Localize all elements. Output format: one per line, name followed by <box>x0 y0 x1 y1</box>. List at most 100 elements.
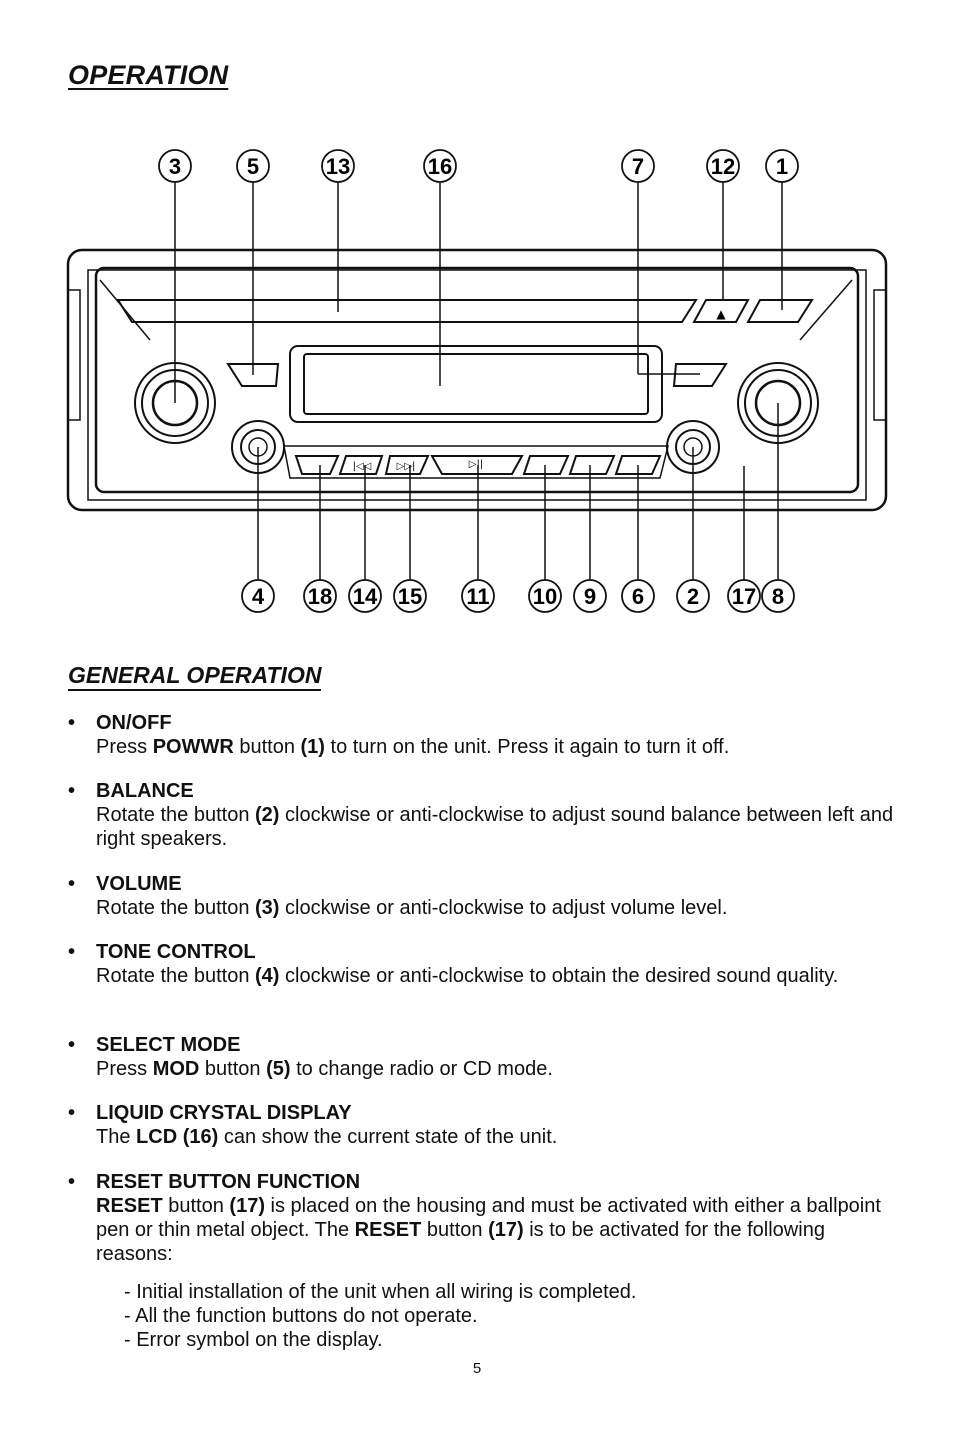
text-segment: MOD <box>152 1058 200 1080</box>
callout-circle <box>621 579 655 613</box>
text-segment: is to be activated for the following rea… <box>96 1219 825 1265</box>
item-heading: ON/OFF <box>96 712 172 734</box>
button-7[interactable] <box>672 363 728 387</box>
text-segment: RESET <box>96 1195 163 1217</box>
callout-number: 17 <box>732 584 756 609</box>
reason-item: - Initial installation of the unit when … <box>124 1281 637 1303</box>
item-text: Press MOD button (5) to change radio or … <box>96 1057 898 1081</box>
text-segment: (5) <box>266 1058 291 1080</box>
mod-button[interactable] <box>226 363 280 387</box>
callout-circle <box>761 579 795 613</box>
callout-circle <box>528 579 562 613</box>
page-title: OPERATION <box>68 60 229 90</box>
text-segment: clockwise or anti-clockwise to obtain th… <box>279 965 839 987</box>
text-segment: button <box>162 1195 230 1217</box>
item-heading: LIQUID CRYSTAL DISPLAY <box>96 1102 352 1124</box>
text-segment: (17) <box>229 1195 265 1217</box>
text-segment: button <box>233 736 301 758</box>
callout-circle <box>393 579 427 613</box>
text-segment: button <box>421 1219 489 1241</box>
text-segment: RESET <box>354 1219 422 1241</box>
reasons-list: - Initial installation of the unit when … <box>124 1280 898 1352</box>
text-segment: clockwise or anti-clockwise to adjust so… <box>96 804 894 850</box>
section-title: GENERAL OPERATION <box>68 661 322 691</box>
button-10[interactable] <box>522 455 570 475</box>
callout-number: 3 <box>169 154 181 179</box>
callout-number: 9 <box>584 584 596 609</box>
callout-number: 13 <box>326 154 350 179</box>
item-text: RESET button (17) is placed on the housi… <box>96 1194 898 1266</box>
button-9[interactable] <box>568 455 616 475</box>
text-segment: button <box>199 1058 267 1080</box>
item-text: Rotate the button (4) clockwise or anti-… <box>96 964 898 988</box>
callout-number: 11 <box>466 584 489 609</box>
callout-number: 18 <box>308 584 332 609</box>
leader-lines <box>174 182 783 580</box>
prev-icon: |◁◁ <box>353 461 372 472</box>
next-icon: ▷▷| <box>397 461 416 472</box>
housing-outline <box>66 248 888 512</box>
callout-circle <box>158 149 192 183</box>
play-pause-button[interactable] <box>430 455 524 475</box>
bullet: • <box>68 712 76 734</box>
text-segment: Press <box>96 1058 153 1080</box>
prev-button[interactable] <box>338 455 384 475</box>
bullet: • <box>68 1102 76 1124</box>
callout-number: 14 <box>353 584 378 609</box>
power-button[interactable] <box>746 299 814 323</box>
text-segment: can show the current state of the unit. <box>218 1126 558 1148</box>
callout-number: 4 <box>252 584 265 609</box>
item-heading: BALANCE <box>96 780 194 802</box>
button-6[interactable] <box>614 455 662 475</box>
callout-number: 10 <box>533 584 557 609</box>
text-segment: POWWR <box>152 736 234 758</box>
callout-circle <box>706 149 740 183</box>
callout-circle <box>461 579 495 613</box>
text-segment: The <box>96 1126 137 1148</box>
text-segment: (1) <box>300 736 325 758</box>
callout-number: 16 <box>428 154 452 179</box>
eject-button[interactable] <box>692 299 750 323</box>
callout-circle <box>621 149 655 183</box>
button-18[interactable] <box>294 455 340 475</box>
callout-circle <box>303 579 337 613</box>
item-heading: RESET BUTTON FUNCTION <box>96 1171 361 1193</box>
lcd-bezel <box>289 345 663 423</box>
callout-number: 7 <box>632 154 644 179</box>
callout-circle <box>727 579 761 613</box>
bullet: • <box>68 1171 76 1193</box>
callout-number: 15 <box>398 584 422 609</box>
item-heading: SELECT MODE <box>96 1034 241 1056</box>
next-button[interactable] <box>384 455 430 475</box>
text-segment: Rotate the button <box>96 897 256 919</box>
text-segment: (2) <box>255 804 280 826</box>
page-number: 5 <box>472 1360 482 1377</box>
callout-circle <box>348 579 382 613</box>
bullet: • <box>68 941 76 963</box>
text-segment: clockwise or anti-clockwise to adjust vo… <box>279 897 728 919</box>
item-text: Press POWWR button (1) to turn on the un… <box>96 735 898 759</box>
callout-number: 1 <box>776 154 788 179</box>
lcd-display <box>303 353 649 415</box>
car-stereo-diagram: ▲ |◁◁ ▷▷| ▷|| <box>66 149 888 613</box>
faceplate <box>94 266 860 494</box>
bullet: • <box>68 873 76 895</box>
reason-item: - Error symbol on the display. <box>124 1329 383 1351</box>
callout-circle <box>321 149 355 183</box>
bullet: • <box>68 780 76 802</box>
callout-circle <box>236 149 270 183</box>
callout-number: 6 <box>632 584 644 609</box>
text-segment: Rotate the button <box>96 804 256 826</box>
play-pause-icon: ▷|| <box>469 459 483 470</box>
text-segment: Rotate the button <box>96 965 256 987</box>
text-segment: is placed on the housing and must be act… <box>96 1195 881 1241</box>
text-segment: (17) <box>488 1219 524 1241</box>
